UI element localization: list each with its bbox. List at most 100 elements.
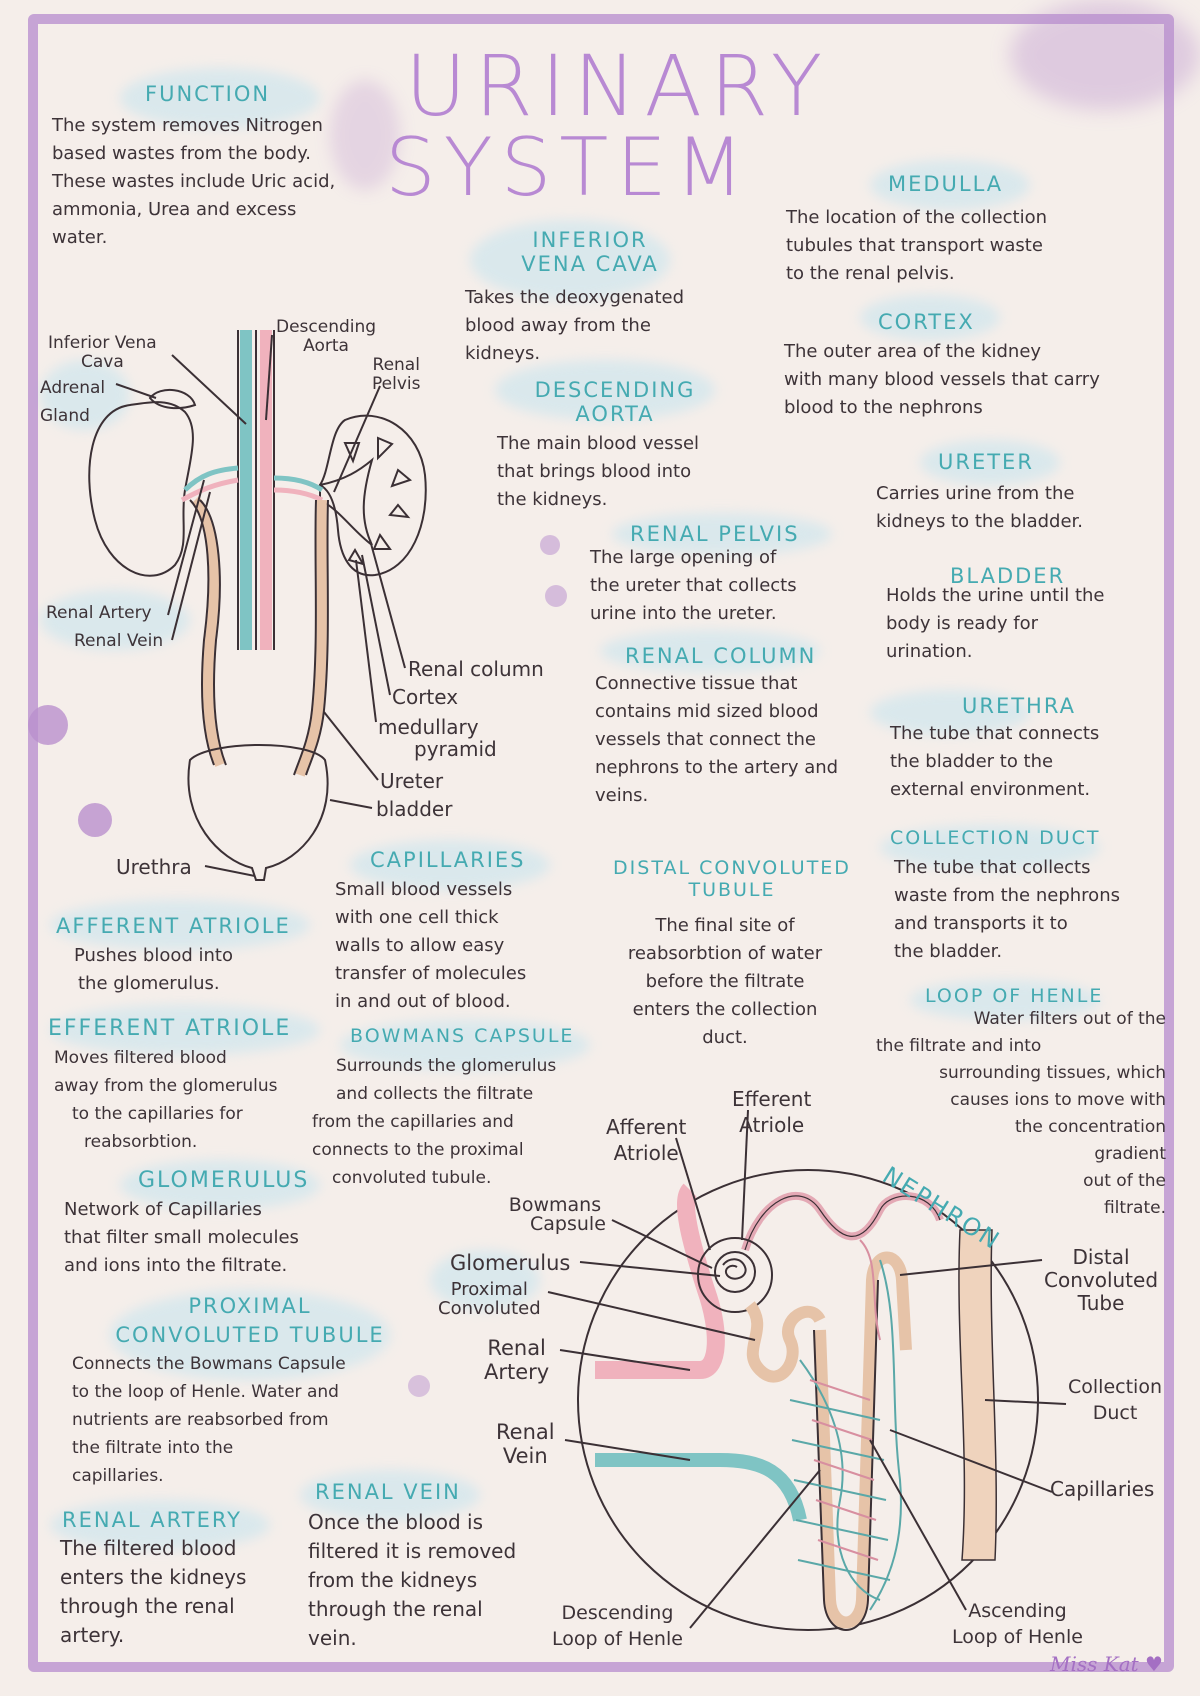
label-renal-column: Renal column (408, 657, 544, 681)
signature: Miss Kat ♥ (1050, 1652, 1163, 1676)
bowmans-capsule-shape (697, 1237, 773, 1313)
medullary-pyramid (390, 468, 413, 488)
medullary-pyramid (388, 503, 411, 519)
glomerulus-heading: GLOMERULUS (138, 1168, 310, 1193)
wash (880, 825, 1100, 870)
wash (870, 690, 1030, 735)
label-renal-vein: Renal Vein (74, 631, 164, 651)
poster-frame (28, 14, 1174, 1672)
bladder-heading: BLADDER (950, 564, 1066, 588)
wash (350, 840, 550, 890)
paint-dot (540, 535, 560, 555)
wash (340, 1020, 590, 1070)
medullary-pyramid (372, 532, 392, 550)
wash (40, 590, 190, 650)
collection-duct-shape (958, 1229, 997, 1561)
renal-artery-heading: RENAL ARTERY (62, 1508, 242, 1532)
left-ureter (191, 496, 225, 767)
afferent-atriole-heading: AFFERENT ATRIOLE (56, 914, 291, 938)
page-title-line2: SYSTEM (385, 121, 752, 214)
label-cortex: Cortex (392, 685, 459, 709)
renal-pelvis-heading: RENAL PELVIS (630, 522, 800, 546)
label-capillaries: Capillaries (1050, 1477, 1155, 1501)
wash (40, 360, 130, 430)
paint-dot (408, 1375, 430, 1397)
adrenal-gland (148, 388, 197, 410)
label-renal-artery: Renal Artery (46, 603, 152, 623)
paint-dot (545, 585, 567, 607)
wash (120, 1160, 320, 1210)
label-glomerulus: Glomerulus (450, 1251, 571, 1275)
label-urethra: Urethra (116, 855, 192, 879)
renal-vein-vessel (595, 1453, 807, 1522)
capillary-network (789, 1259, 902, 1611)
paint-dot (78, 803, 112, 837)
renal-pelvis-shape (319, 457, 374, 546)
renal-column-heading: RENAL COLUMN (625, 644, 817, 668)
proximal-tubule (744, 1301, 826, 1383)
ureter-heading: URETER (938, 450, 1034, 474)
renal-vein-heading: RENAL VEIN (315, 1480, 461, 1504)
wash (110, 1290, 390, 1380)
right-ureter (295, 499, 327, 777)
bladder-shape (187, 744, 329, 881)
wash (870, 160, 1030, 210)
bowmans-capsule-heading: BOWMANS CAPSULE (350, 1025, 575, 1047)
collection-duct-heading: COLLECTION DUCT (890, 827, 1101, 849)
wash (910, 980, 1100, 1020)
page-title-line1: URINARY (405, 37, 831, 135)
wash (470, 220, 670, 300)
label-ureter: Ureter (380, 769, 444, 793)
medullary-pyramid (343, 442, 361, 464)
efferent-atriole-heading: EFFERENT ATRIOLE (48, 1016, 292, 1041)
wash (600, 630, 820, 672)
wash (50, 1005, 320, 1055)
medulla-heading: MEDULLA (888, 172, 1004, 196)
cortex-heading: CORTEX (878, 310, 975, 334)
afferent-vessel (595, 1183, 725, 1379)
function-heading: FUNCTION (145, 82, 271, 106)
capillaries-heading: CAPILLARIES (370, 848, 526, 872)
wash (860, 295, 1000, 340)
wash (300, 1470, 480, 1520)
